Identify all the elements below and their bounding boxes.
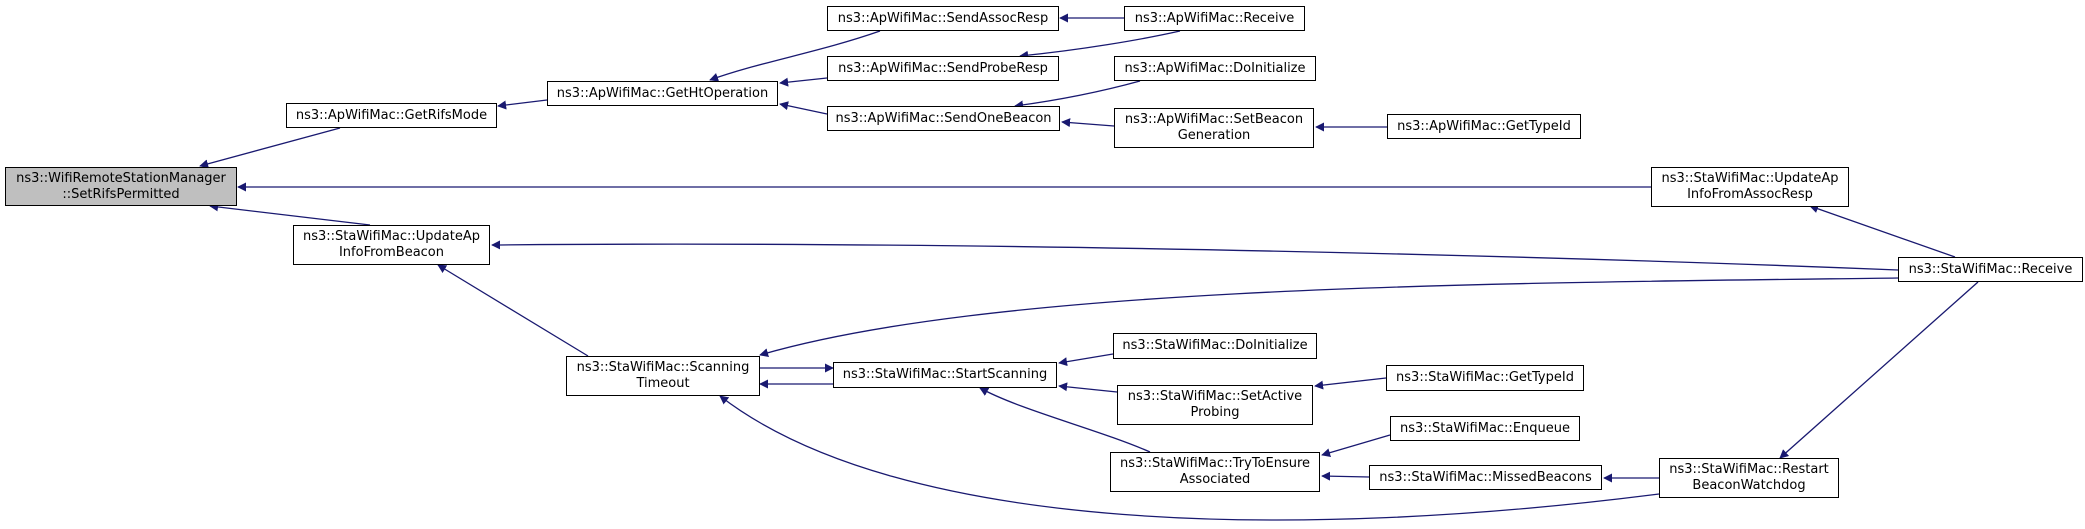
node-label-line: ::SetRifsPermitted xyxy=(62,186,180,202)
node-label-line: ns3::StaWifiMac::Receive xyxy=(1908,261,2073,277)
edge-from-ap-sendonebeacon xyxy=(779,101,828,115)
edge-from-sta-missedbeacons xyxy=(1321,471,1370,481)
node-apwifimac-getrifsmode[interactable]: ns3::ApWifiMac::GetRifsMode xyxy=(286,103,497,128)
node-label-line: ns3::StaWifiMac::TryToEnsure xyxy=(1119,456,1311,471)
node-label-line: Generation xyxy=(1177,128,1251,143)
node-label-line: ns3::StaWifiMac::MissedBeacons xyxy=(1379,469,1592,485)
edge-from-sta-receive xyxy=(491,240,1899,271)
node-label-line: ns3::ApWifiMac::GetHtOperation xyxy=(556,85,769,101)
node-label-line: Probing xyxy=(1190,405,1240,420)
node-label-line: ns3::StaWifiMac::DoInitialize xyxy=(1122,338,1308,353)
node-stawifimac-receive[interactable]: ns3::StaWifiMac::Receive xyxy=(1898,257,2083,282)
node-apwifimac-sendassocresp[interactable]: ns3::ApWifiMac::SendAssocResp xyxy=(827,6,1059,31)
node-label-line: ns3::ApWifiMac::SetBeacon xyxy=(1124,112,1304,127)
node-label-line: ns3::ApWifiMac::GetTypeId xyxy=(1397,118,1571,134)
node-label-line: ns3::StaWifiMac::StartScanning xyxy=(842,367,1048,382)
node-stawifimac-updateapinfofrombeacon[interactable]: ns3::StaWifiMac::UpdateAp InfoFromBeacon xyxy=(293,225,490,265)
node-label-line: ns3::ApWifiMac::DoInitialize xyxy=(1124,60,1306,76)
node-apwifimac-setbeacongeneration[interactable]: ns3::ApWifiMac::SetBeacon Generation xyxy=(1114,108,1314,148)
edge-from-ap-getrifsmode xyxy=(199,127,341,169)
node-label-line: ns3::StaWifiMac::Scanning xyxy=(576,360,750,375)
node-apwifimac-receive[interactable]: ns3::ApWifiMac::Receive xyxy=(1124,6,1305,31)
node-stawifimac-updateapinfofromassocresp[interactable]: ns3::StaWifiMac::UpdateAp InfoFromAssocR… xyxy=(1651,167,1849,207)
node-stawifimac-restartbeaconwatchdog[interactable]: ns3::StaWifiMac::Restart BeaconWatchdog xyxy=(1659,458,1839,498)
edge-from-ap-doinitialize xyxy=(1014,80,1141,110)
edge-from-ap-setbeacongen xyxy=(1061,118,1115,128)
node-stawifimac-missedbeacons[interactable]: ns3::StaWifiMac::MissedBeacons xyxy=(1369,465,1602,490)
node-label-line: ns3::StaWifiMac::UpdateAp xyxy=(302,229,481,244)
node-label-line: ns3::WifiRemoteStationManager xyxy=(16,170,226,186)
edge-from-sta-receive xyxy=(1809,204,1956,258)
edge-from-sta-trytoensure xyxy=(979,387,1151,453)
edge-from-sta-updateapbeacon xyxy=(209,202,371,226)
edge-from-sta-scantimeout xyxy=(437,264,589,357)
node-label-line: ns3::StaWifiMac::GetTypeId xyxy=(1396,370,1574,385)
node-stawifimac-scanningtimeout[interactable]: ns3::StaWifiMac::Scanning Timeout xyxy=(566,356,760,396)
edge-from-sta-doinitialize xyxy=(1058,353,1114,367)
node-label-line: ns3::ApWifiMac::SendAssocResp xyxy=(837,10,1049,26)
edge-from-sta-receive xyxy=(759,277,1899,358)
node-label-line: InfoFromBeacon xyxy=(338,245,445,260)
node-apwifimac-sendproberesp[interactable]: ns3::ApWifiMac::SendProbeResp xyxy=(827,56,1059,81)
edge-from-sta-setactiveprob xyxy=(1058,382,1118,393)
edge-from-ap-receive xyxy=(1019,30,1181,60)
node-label-line: Timeout xyxy=(636,376,690,391)
node-label-line: ns3::ApWifiMac::GetRifsMode xyxy=(295,107,488,123)
node-apwifimac-sendonebeacon[interactable]: ns3::ApWifiMac::SendOneBeacon xyxy=(827,106,1060,131)
node-stawifimac-enqueue[interactable]: ns3::StaWifiMac::Enqueue xyxy=(1390,416,1580,441)
edge-from-sta-restartbeacon xyxy=(719,395,1660,521)
call-edges xyxy=(199,13,1979,521)
edge-from-sta-enqueue xyxy=(1321,434,1391,458)
edge-from-ap-sendproberesp xyxy=(779,77,828,87)
node-stawifimac-trytoensureassociated[interactable]: ns3::StaWifiMac::TryToEnsure Associated xyxy=(1110,452,1320,492)
node-stawifimac-setactiveprobing[interactable]: ns3::StaWifiMac::SetActive Probing xyxy=(1117,385,1313,425)
node-label-line: ns3::StaWifiMac::Enqueue xyxy=(1400,420,1570,436)
node-label-line: InfoFromAssocResp xyxy=(1687,187,1813,202)
node-wifiremotestationmanager-setrifspermitted: ns3::WifiRemoteStationManager ::SetRifsP… xyxy=(5,167,237,206)
node-label-line: ns3::ApWifiMac::SendOneBeacon xyxy=(835,110,1052,126)
node-apwifimac-doinitialize[interactable]: ns3::ApWifiMac::DoInitialize xyxy=(1114,56,1316,81)
node-apwifimac-gethtoperation[interactable]: ns3::ApWifiMac::GetHtOperation xyxy=(547,81,778,106)
node-label-line: ns3::ApWifiMac::SendProbeResp xyxy=(838,60,1048,76)
node-label-line: ns3::StaWifiMac::SetActive xyxy=(1127,389,1303,404)
node-label-line: ns3::ApWifiMac::Receive xyxy=(1134,10,1295,26)
node-label-line: ns3::StaWifiMac::UpdateAp xyxy=(1661,171,1839,186)
edge-from-ap-sendassocresp xyxy=(709,30,881,82)
edge-from-sta-gettypeid xyxy=(1314,377,1387,390)
node-label-line: ns3::StaWifiMac::Restart xyxy=(1669,462,1829,477)
node-apwifimac-gettypeid[interactable]: ns3::ApWifiMac::GetTypeId xyxy=(1387,114,1581,139)
edge-from-sta-receive xyxy=(1779,281,1979,459)
node-stawifimac-doinitialize[interactable]: ns3::StaWifiMac::DoInitialize xyxy=(1113,333,1317,359)
node-stawifimac-gettypeid[interactable]: ns3::StaWifiMac::GetTypeId xyxy=(1386,365,1584,391)
edge-from-ap-gethtoperation xyxy=(497,99,548,110)
node-label-line: BeaconWatchdog xyxy=(1692,478,1806,493)
node-stawifimac-startscanning[interactable]: ns3::StaWifiMac::StartScanning xyxy=(833,362,1057,388)
node-label-line: Associated xyxy=(1179,472,1251,487)
